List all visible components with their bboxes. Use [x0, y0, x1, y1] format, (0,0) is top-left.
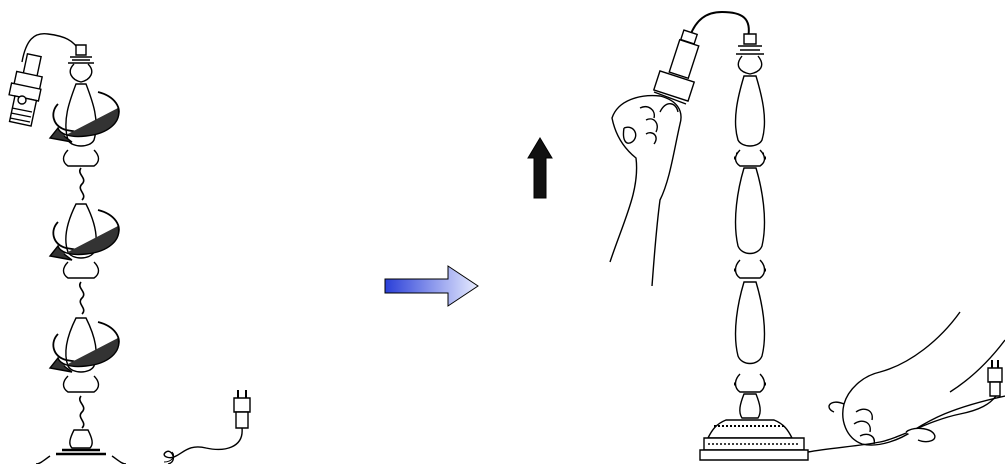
lamp-base	[36, 430, 126, 464]
lamp-top-finial	[68, 45, 94, 82]
plug-cord-icon	[808, 360, 1002, 452]
lamp-socket-icon	[9, 34, 80, 126]
threaded-rod-icon	[80, 396, 84, 428]
hand-icon	[829, 312, 1005, 445]
lamp-base	[700, 420, 808, 460]
transition-arrow-icon	[385, 266, 478, 306]
rotation-arrow-icon	[50, 322, 119, 372]
rotation-arrow-icon	[50, 92, 119, 142]
hand-icon	[610, 96, 681, 286]
step-2-assembled-lamp	[610, 12, 1005, 460]
lamp-column	[734, 76, 766, 418]
rotation-arrow-icon	[50, 210, 119, 260]
lamp-cord	[690, 12, 749, 38]
lamp-socket-icon	[654, 30, 699, 104]
up-arrow-icon	[528, 138, 552, 198]
lamp-top-finial	[736, 34, 764, 74]
plug-cord-icon	[164, 390, 250, 464]
step-1-disassembled-lamp	[9, 34, 250, 464]
threaded-rod-icon	[80, 282, 84, 314]
threaded-rod-icon	[80, 168, 84, 200]
